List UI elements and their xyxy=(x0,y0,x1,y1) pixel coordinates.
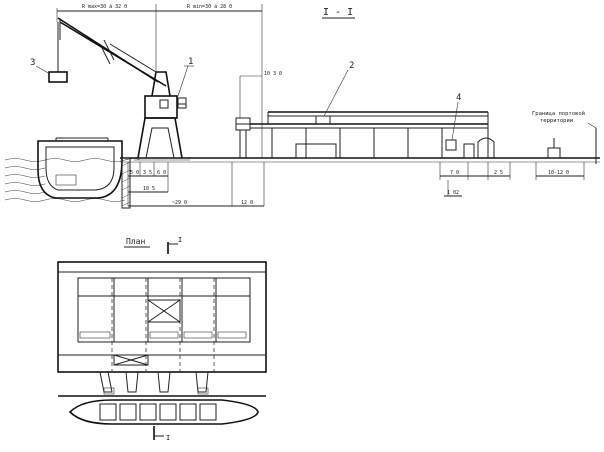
svg-text:12 0: 12 0 xyxy=(241,200,253,206)
portal-crane xyxy=(48,17,190,161)
svg-text:5 0: 5 0 xyxy=(130,170,139,176)
section-title: I - I xyxy=(323,7,353,18)
plan-title: План xyxy=(126,237,145,246)
svg-text:3: 3 xyxy=(30,58,35,68)
callout-1: 1 xyxy=(177,57,194,97)
svg-text:1: 1 xyxy=(188,57,193,67)
boundary-label-line2: территории xyxy=(540,118,573,124)
hopper xyxy=(235,117,251,158)
depth-mark-label: 1 02 xyxy=(447,190,459,196)
plan-crane-positions xyxy=(99,371,209,395)
plan-warehouse-bays xyxy=(77,277,251,372)
section-mark-bottom: I xyxy=(153,426,170,442)
section-mark-top: I xyxy=(167,236,182,254)
grab-bucket xyxy=(48,71,68,83)
plan-view: План I xyxy=(57,236,267,442)
svg-text:I: I xyxy=(178,236,182,244)
berth-ground-line xyxy=(120,157,600,163)
svg-text:2 5: 2 5 xyxy=(494,170,503,176)
quay-wall xyxy=(121,157,131,209)
svg-text:2: 2 xyxy=(349,61,354,71)
svg-text:10 3 0: 10 3 0 xyxy=(264,71,282,77)
boundary-label-line1: Граница портовой xyxy=(532,111,585,117)
warehouse-gallery xyxy=(250,111,489,159)
svg-text:4: 4 xyxy=(456,93,461,103)
gatehouse xyxy=(547,138,561,159)
svg-text:6 0: 6 0 xyxy=(157,170,166,176)
callout-3: 3 xyxy=(30,58,51,75)
reach-dimensions: R max=30 á 32 0 R min=30 á 28 0 xyxy=(56,3,263,158)
reach-min-label: R min=30 á 28 0 xyxy=(187,3,232,10)
callout-4: 4 xyxy=(445,93,495,159)
svg-text:10-12 0: 10-12 0 xyxy=(548,170,569,176)
territory-boundary: Граница портовой территории xyxy=(532,111,597,164)
height-mark: 10 3 0 xyxy=(239,71,282,118)
svg-text:7 0: 7 0 xyxy=(450,170,459,176)
svg-text:3 5: 3 5 xyxy=(143,170,152,176)
section-view: I - I xyxy=(4,3,600,209)
svg-text:~29 0: ~29 0 xyxy=(172,200,187,206)
ship-hull xyxy=(37,137,123,199)
svg-text:10 5: 10 5 xyxy=(143,186,155,192)
plan-ship xyxy=(68,399,259,425)
callout-2: 2 xyxy=(323,61,354,117)
svg-text:I: I xyxy=(166,434,170,442)
bottom-dimensions: 5 0 3 5 6 0 10 5 ~29 0 12 0 7 0 2 5 10-1… xyxy=(127,162,585,207)
water-area xyxy=(4,158,141,202)
reach-max-label: R max=30 á 32 0 xyxy=(82,3,127,10)
